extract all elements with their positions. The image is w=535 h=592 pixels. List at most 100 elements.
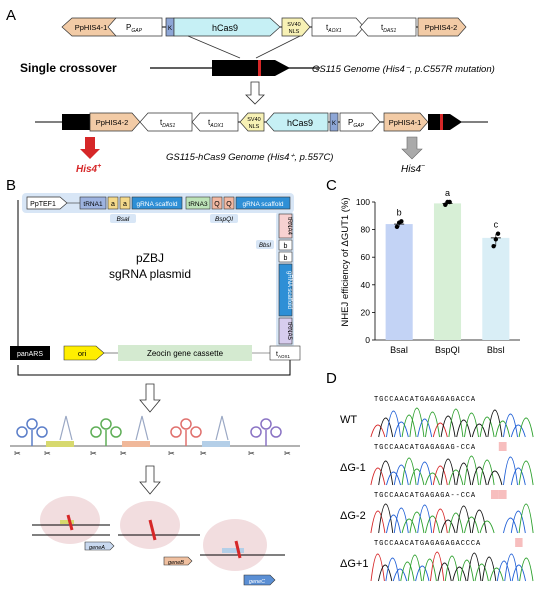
y-tick-label: 60	[361, 252, 371, 262]
data-point	[447, 199, 452, 205]
trace-peak	[510, 510, 526, 534]
trace-peak	[479, 416, 495, 438]
sequence-text: TGCCAACATGAGAGAG-CCA	[374, 444, 476, 452]
trace-peak	[415, 565, 430, 582]
pptef1-block	[26, 196, 68, 210]
trna-cloverleaf-1	[16, 418, 48, 446]
chart-ylabel: NHEJ efficiency of ΔGUT1 (%)	[340, 197, 351, 326]
k-label-bottom: K	[332, 121, 336, 127]
taox1-label: tAOX1	[326, 23, 342, 34]
trna-cloverleaf-3	[170, 418, 202, 446]
q-site-1	[211, 196, 223, 210]
bottom-cassette: PpHIS4-2 tDAS1 tAOX1 SV40 NLS hCas9 K PG…	[35, 112, 488, 132]
trace-peak	[409, 468, 425, 486]
data-point	[394, 224, 400, 230]
trace-peak	[440, 458, 456, 486]
sequence-text: TGCCAACATGAGAGAGACCA	[374, 396, 476, 404]
trace-peak	[503, 456, 518, 486]
trace-peak	[519, 557, 534, 582]
trna5-label: tRNA5	[286, 322, 292, 340]
his4-black-arrow-top	[212, 60, 290, 76]
trace-peak	[370, 467, 386, 486]
hcas9-block	[173, 17, 281, 37]
trace-peak	[393, 464, 409, 486]
sequence-text: TGCCAACATGAGAGA--CCA	[374, 492, 476, 500]
his4-minus-label: His4−	[401, 163, 425, 175]
pphis4-1-label-bottom: PpHIS4-1	[389, 118, 422, 127]
panel-label-a: A	[6, 7, 16, 24]
trace-peak	[393, 421, 409, 438]
a-site-1-label: a	[111, 201, 115, 208]
gene-b-block	[163, 556, 193, 566]
trace-peak	[401, 518, 417, 534]
trace-peak	[430, 551, 445, 582]
trace-peak	[432, 508, 448, 534]
y-tick-label: 80	[361, 225, 371, 235]
panars-label: panARS	[17, 351, 43, 358]
tdas1-label-bottom: tDAS1	[160, 118, 176, 129]
hollow-down-arrow-b1	[139, 383, 161, 413]
mutation-highlight	[515, 538, 523, 547]
plasmid-name: pZBJ	[136, 251, 164, 265]
trna1-block	[79, 196, 107, 210]
y-tick-label: 40	[361, 280, 371, 290]
gene-c-block	[243, 574, 276, 586]
genome-bottom-label: GS115-hCas9 Genome (His4⁺, p.557C)	[166, 152, 333, 163]
trna3-label: tRNA3	[188, 201, 208, 208]
mutation-highlight	[498, 490, 507, 499]
trace-peak	[393, 507, 409, 534]
trace-peak	[440, 519, 456, 534]
taox1-b-block	[269, 345, 301, 361]
trace-peak	[518, 503, 534, 534]
trace-peak	[370, 553, 385, 582]
gRNA-scaffold-2-label: gRNA scaffold	[242, 201, 283, 208]
scissors-icon-3: ✂	[90, 449, 97, 458]
trace-peak	[511, 564, 526, 582]
trace-peak	[495, 420, 511, 438]
single-crossover-label: Single crossover	[20, 61, 117, 75]
hcas9-label: hCas9	[212, 23, 238, 33]
genome-top-label: GS115 Genome (His4⁻, p.C557R mutation)	[312, 64, 495, 75]
trace-peak	[378, 564, 393, 582]
trace-peak	[503, 413, 518, 438]
gRNA-scaffold-1	[131, 196, 183, 210]
trace-peak	[425, 472, 440, 486]
trace-peak	[467, 552, 482, 582]
ori-label: ori	[78, 349, 87, 358]
trace-peak	[378, 460, 394, 486]
spacer-2	[122, 441, 150, 447]
b-site-1-label: b	[284, 243, 288, 250]
scissors-icon-5: ✂	[168, 449, 175, 458]
trace-peak	[385, 557, 400, 582]
data-point	[491, 243, 496, 249]
trace-peak	[510, 467, 526, 486]
bar-BspQI	[433, 203, 462, 340]
scissors-icon-8: ✂	[284, 449, 291, 458]
data-point	[495, 231, 501, 236]
trna4-block	[278, 213, 293, 239]
pptef1-label: PpTEF1	[30, 201, 56, 208]
trace-peak	[422, 558, 437, 582]
trna3-block	[185, 196, 211, 210]
trace-peak	[479, 520, 495, 534]
pgap-label-bottom: PGAP	[348, 118, 365, 129]
trace-peak	[417, 418, 433, 438]
trace-peak	[448, 512, 464, 534]
pphis4-1-label: PpHIS4-1	[75, 23, 108, 32]
trace-peak	[417, 461, 433, 486]
gRNA-scaffold-2	[235, 196, 291, 210]
gRNA-scaffold-3-label: gRNA scaffold	[286, 271, 292, 309]
q-site-1-label: Q	[214, 201, 220, 208]
trace-peak	[448, 469, 464, 486]
chromatogram-label: ΔG-1	[340, 462, 366, 474]
trace-peak	[409, 407, 425, 438]
panel-label-b: B	[6, 177, 16, 194]
panel-label-c: C	[326, 177, 337, 194]
trace-peak	[386, 410, 401, 438]
taox1-b-label: tAOX1	[276, 351, 290, 359]
red-down-arrow	[80, 137, 100, 159]
q-site-2-label: Q	[226, 201, 232, 208]
hcas9-block-bottom	[265, 112, 329, 132]
black-arrow-right	[428, 114, 462, 130]
trace-peak	[432, 422, 448, 438]
